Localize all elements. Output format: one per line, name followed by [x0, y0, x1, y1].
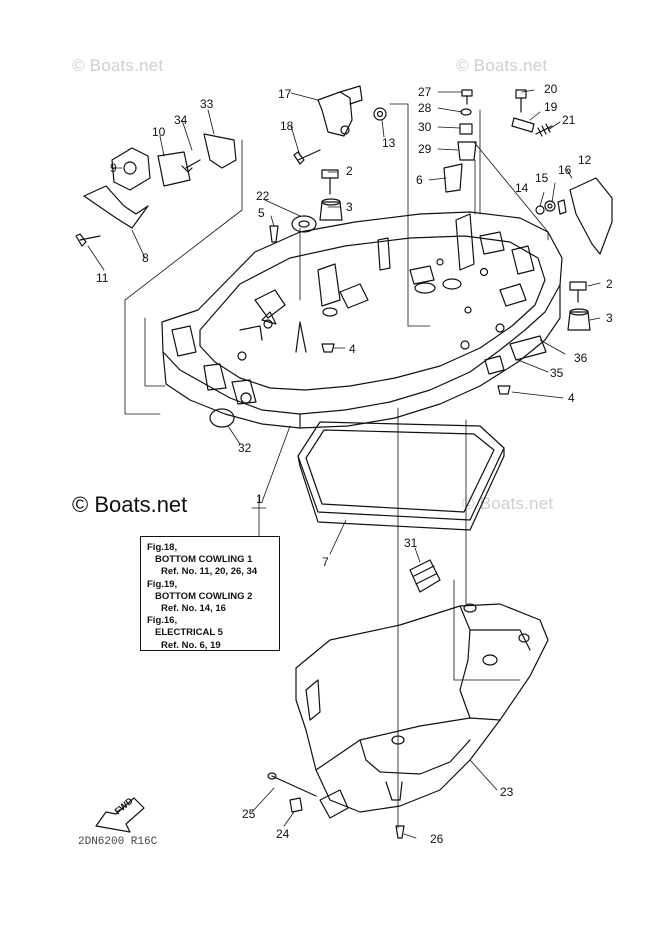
- callout-6: 6: [416, 173, 423, 187]
- watermark-top-left: © Boats.net: [72, 56, 164, 75]
- callout-7: 7: [322, 555, 329, 569]
- ref-line-5: BOTTOM COWLING 2: [155, 590, 253, 602]
- ref-line-2: BOTTOM COWLING 1: [155, 554, 253, 566]
- ref-line-3: Ref. No. 11, 20, 26, 34: [161, 566, 258, 578]
- callout-5: 5: [258, 206, 265, 220]
- callout-27: 27: [418, 85, 432, 99]
- drawing-code: 2DN6200 R16C: [78, 836, 158, 848]
- callout-3-right: 3: [606, 311, 613, 325]
- watermark-center-large: © Boats.net: [72, 492, 188, 517]
- callout-23: 23: [500, 785, 514, 799]
- callout-31: 31: [404, 536, 418, 550]
- callout-17: 17: [278, 87, 292, 101]
- callout-34: 34: [174, 113, 188, 127]
- upper-cowling-drawing: [161, 211, 563, 429]
- watermark-top-right: © Boats.net: [456, 56, 548, 75]
- callout-16: 16: [558, 163, 572, 177]
- ref-line-1: Fig.18,: [147, 542, 178, 553]
- ref-line-6: Ref. No. 14, 16: [161, 603, 226, 615]
- callout-26: 26: [430, 832, 444, 846]
- callout-30: 30: [418, 120, 432, 134]
- callout-36: 36: [574, 351, 588, 365]
- callout-3: 3: [346, 200, 353, 214]
- callout-24: 24: [276, 827, 290, 841]
- callout-28: 28: [418, 101, 432, 115]
- callout-35: 35: [550, 366, 564, 380]
- callout-22: 22: [256, 189, 270, 203]
- callout-10: 10: [152, 125, 166, 139]
- callout-1: 1: [256, 492, 263, 506]
- callout-15: 15: [535, 171, 549, 185]
- lower-cowling-drawing: [295, 603, 549, 819]
- callout-4-right: 4: [568, 391, 575, 405]
- callout-14: 14: [515, 181, 529, 195]
- callout-18: 18: [280, 119, 294, 133]
- callout-12: 12: [578, 153, 592, 167]
- callout-29: 29: [418, 142, 432, 156]
- ref-line-8: ELECTRICAL 5: [155, 627, 223, 639]
- callout-9: 9: [110, 161, 117, 175]
- seal-drawing: [297, 421, 505, 531]
- callout-11: 11: [96, 271, 109, 285]
- ref-line-9: Ref. No. 6, 19: [161, 639, 221, 651]
- callout-20: 20: [544, 82, 558, 96]
- callout-2-right: 2: [606, 277, 613, 291]
- callout-25: 25: [242, 807, 256, 821]
- small-parts-drawing: [75, 85, 613, 839]
- callout-4-inner: 4: [349, 342, 356, 356]
- callout-32: 32: [238, 441, 252, 455]
- ref-line-4: Fig.19,: [147, 578, 178, 590]
- callout-21: 21: [562, 113, 576, 127]
- ref-line-7: Fig.16,: [147, 615, 178, 627]
- callout-8: 8: [142, 251, 149, 265]
- callout-13: 13: [382, 136, 396, 150]
- reference-box: Fig.18, BOTTOM COWLING 1 Ref. No. 11, 20…: [140, 536, 280, 651]
- callout-19: 19: [544, 100, 558, 114]
- callout-33: 33: [200, 97, 214, 111]
- callout-2: 2: [346, 164, 353, 178]
